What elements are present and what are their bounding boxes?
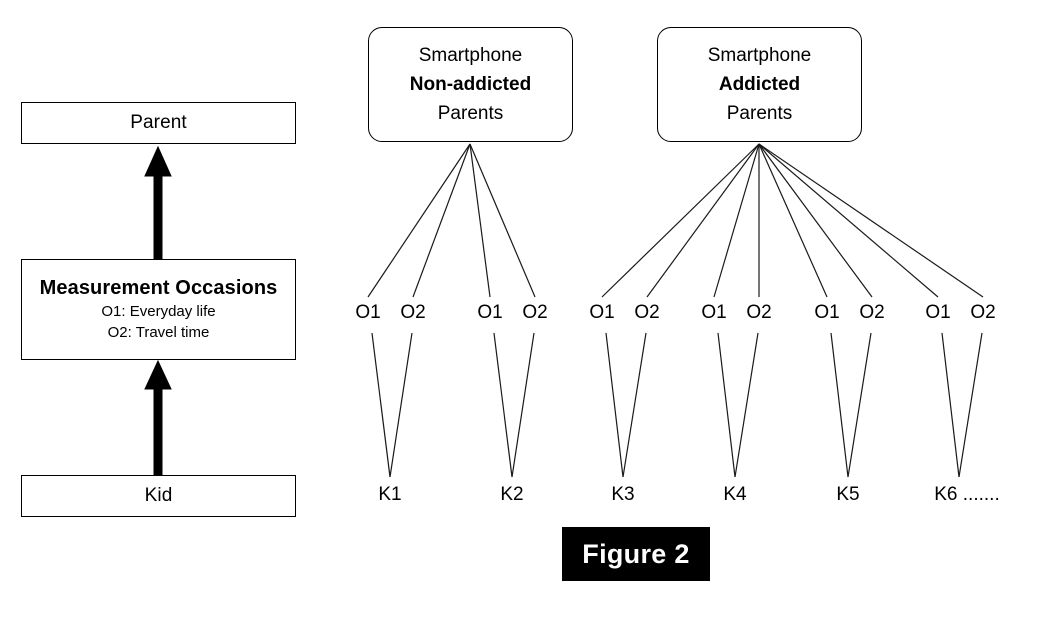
group-box-addicted-parents: Smartphone Addicted Parents bbox=[657, 27, 862, 142]
legend-box-kid: Kid bbox=[21, 475, 296, 517]
occasion-to-kid-links bbox=[371, 332, 983, 478]
kid-label: K3 bbox=[611, 484, 635, 505]
legend-box-measurement-occasions: Measurement Occasions O1: Everyday life … bbox=[21, 259, 296, 360]
legend-box-parent: Parent bbox=[21, 102, 296, 144]
occasion-label: O2 bbox=[522, 302, 548, 323]
kid-label: K2 bbox=[500, 484, 524, 505]
group-0-line-3: Parents bbox=[437, 103, 504, 124]
kid-label: K4 bbox=[723, 484, 747, 505]
occasion-label: O1 bbox=[701, 302, 727, 323]
occasion-label: O1 bbox=[589, 302, 615, 323]
group-box-non-addicted-parents: Smartphone Non-addicted Parents bbox=[368, 27, 573, 142]
occasion-label: O2 bbox=[859, 302, 885, 323]
legend-measurement-title: Measurement Occasions bbox=[39, 277, 278, 299]
occasion-label: O1 bbox=[355, 302, 381, 323]
legend-arrow-kid-to-occasions bbox=[144, 359, 172, 475]
figure-caption: Figure 2 bbox=[562, 527, 710, 581]
occasion-label: O2 bbox=[634, 302, 660, 323]
occasion-label: O1 bbox=[925, 302, 951, 323]
group-1-line-1: Smartphone bbox=[707, 45, 812, 66]
occasion-label: O1 bbox=[814, 302, 840, 323]
legend-measurement-sub-o2: O2: Travel time bbox=[107, 324, 210, 341]
occasion-label: O2 bbox=[400, 302, 426, 323]
group-1-line-2: Addicted bbox=[718, 74, 801, 95]
kid-label: K1 bbox=[378, 484, 402, 505]
occasion-label: O2 bbox=[970, 302, 996, 323]
legend-parent-title: Parent bbox=[130, 112, 187, 133]
kid-label: K6 ....... bbox=[934, 484, 1000, 505]
group-1-line-3: Parents bbox=[726, 103, 793, 124]
legend-measurement-sub-o1: O1: Everyday life bbox=[101, 303, 216, 320]
occasion-label: O2 bbox=[746, 302, 772, 323]
kid-label: K5 bbox=[836, 484, 860, 505]
fan-lines-non-addicted bbox=[367, 143, 536, 298]
fan-lines-addicted bbox=[601, 143, 984, 298]
legend-kid-title: Kid bbox=[144, 485, 173, 506]
group-0-line-2: Non-addicted bbox=[409, 74, 532, 95]
occasion-label: O1 bbox=[477, 302, 503, 323]
legend-arrow-occasions-to-parent bbox=[144, 145, 172, 259]
group-0-line-1: Smartphone bbox=[418, 45, 523, 66]
